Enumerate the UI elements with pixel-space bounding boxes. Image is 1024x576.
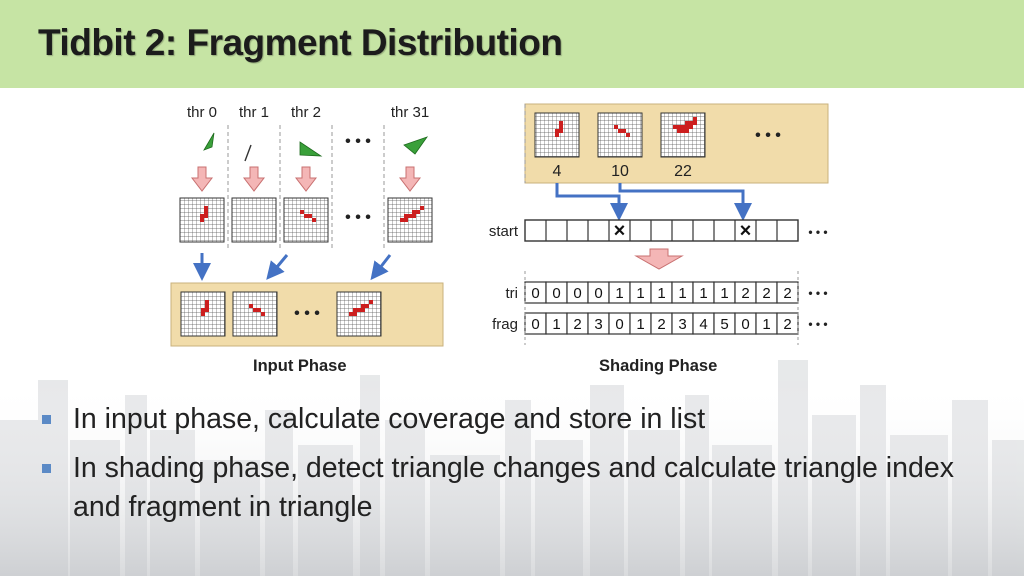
count-label-1: 4 (553, 163, 562, 180)
coverage-grid-thr1 (231, 197, 277, 243)
frag-value: 5 (720, 316, 728, 333)
triangle-icon-thr2 (299, 141, 323, 157)
title-bar: Tidbit 2: Fragment Distribution (0, 0, 1024, 88)
tri-cell (776, 281, 799, 304)
frag-value: 4 (699, 316, 707, 333)
triangle-icon-thr1 (244, 144, 252, 162)
tri-value: 2 (741, 285, 749, 302)
pink-arrows (190, 166, 422, 192)
coverage-grid-thr31 (387, 197, 433, 243)
tri-value: 0 (531, 285, 539, 302)
frag-value: 0 (741, 316, 749, 333)
tri-value: 0 (594, 285, 602, 302)
frag-cell (776, 312, 799, 335)
tri-value: 1 (657, 285, 665, 302)
column-guides (524, 271, 799, 345)
shading-phase-caption: Shading Phase (599, 357, 718, 375)
frag-value: 2 (657, 316, 665, 333)
count-grid-2 (597, 112, 643, 158)
bullet-list: In input phase, calculate coverage and s… (40, 400, 980, 537)
slide-title: Tidbit 2: Fragment Distribution (38, 22, 563, 63)
list-grid-3 (336, 291, 382, 337)
ellipsis-middle: • • • (345, 209, 371, 226)
tri-value: 2 (762, 285, 770, 302)
count-label-3: 22 (674, 163, 692, 180)
count-grid-1 (534, 112, 580, 158)
pink-arrow-shading (634, 248, 684, 270)
tri-value: 0 (552, 285, 560, 302)
bullet-marker-icon (42, 464, 51, 473)
frag-value: 0 (615, 316, 623, 333)
list-grid-1 (180, 291, 226, 337)
thread-label-0: thr 0 (187, 104, 217, 121)
thread-label-1: thr 1 (239, 104, 269, 121)
coverage-grid-thr0 (179, 197, 225, 243)
coverage-grid-thr2 (283, 197, 329, 243)
ellipsis-tri: • • • (808, 286, 827, 300)
frag-value: 2 (573, 316, 581, 333)
tri-value: 1 (678, 285, 686, 302)
bullet-item: In input phase, calculate coverage and s… (40, 400, 980, 439)
ellipsis-counts: • • • (755, 127, 781, 144)
blue-arrows-input (193, 253, 392, 281)
frag-value: 2 (783, 316, 791, 333)
start-marker-1: × (614, 220, 626, 242)
ellipsis-frag: • • • (808, 317, 827, 331)
thread-label-2: thr 2 (291, 104, 321, 121)
tri-value: 0 (573, 285, 581, 302)
bullet-marker-icon (42, 415, 51, 424)
triangle-icon-thr31 (403, 136, 429, 155)
tri-label: tri (506, 285, 519, 302)
frag-value: 1 (636, 316, 644, 333)
list-grid-2 (232, 291, 278, 337)
tri-value: 1 (699, 285, 707, 302)
frag-value: 3 (678, 316, 686, 333)
thread-label-31: thr 31 (391, 104, 429, 121)
tri-value: 1 (720, 285, 728, 302)
start-marker-2: × (740, 220, 752, 242)
input-phase-caption: Input Phase (253, 357, 347, 375)
frag-value: 1 (762, 316, 770, 333)
ellipsis-list: • • • (294, 305, 320, 322)
tri-value: 1 (615, 285, 623, 302)
count-label-2: 10 (611, 163, 629, 180)
start-row: × × (524, 219, 799, 242)
bullet-text: In shading phase, detect triangle change… (73, 452, 954, 523)
frag-value: 1 (552, 316, 560, 333)
blue-arrows-shading (555, 183, 752, 221)
bullet-text: In input phase, calculate coverage and s… (73, 403, 706, 435)
ellipsis-top: • • • (345, 133, 371, 150)
start-label: start (489, 223, 519, 240)
bullet-item: In shading phase, detect triangle change… (40, 449, 980, 527)
tri-value: 1 (636, 285, 644, 302)
frag-value: 3 (594, 316, 602, 333)
shading-phase: • • • 4 10 22 start × × • • • (489, 103, 829, 345)
ellipsis-start: • • • (808, 225, 827, 239)
triangle-icon-thr0 (203, 132, 215, 151)
frag-label: frag (492, 316, 518, 333)
input-phase: thr 0 thr 1 thr 2 thr 31 • • • (170, 104, 444, 347)
tri-value: 2 (783, 285, 791, 302)
frag-value: 0 (531, 316, 539, 333)
count-grid-3 (660, 112, 706, 158)
